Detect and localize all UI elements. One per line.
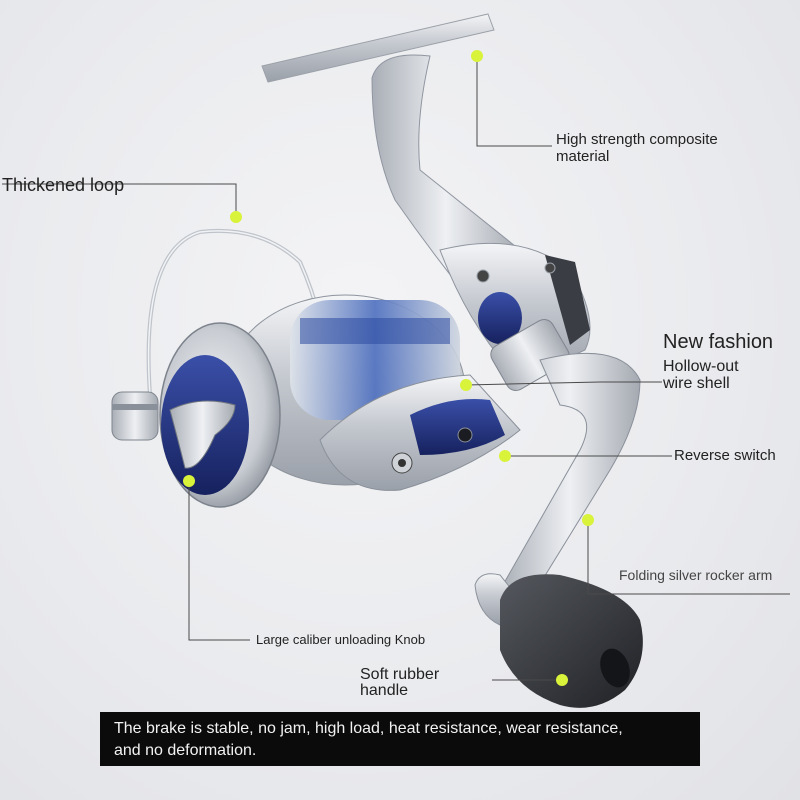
label-soft-rubber-handle: Soft rubber handle xyxy=(360,666,440,699)
caption-banner: The brake is stable, no jam, high load, … xyxy=(100,712,700,766)
label-reverse-switch: Reverse switch xyxy=(674,447,776,464)
label-unloading-knob: Large caliber unloading Knob xyxy=(256,632,426,647)
label-high-strength-material: High strength composite material xyxy=(556,131,718,166)
label-folding-rocker-arm: Folding silver rocker arm xyxy=(619,567,773,583)
label-thickened-loop: Thickened loop xyxy=(2,175,125,195)
label-new-fashion: New fashion xyxy=(663,331,774,353)
caption-line: and no deformation. xyxy=(114,742,257,759)
label-hollow-out-wire-shell: Hollow-out wire shell xyxy=(663,358,739,392)
caption-line: The brake is stable, no jam, high load, … xyxy=(114,720,623,737)
